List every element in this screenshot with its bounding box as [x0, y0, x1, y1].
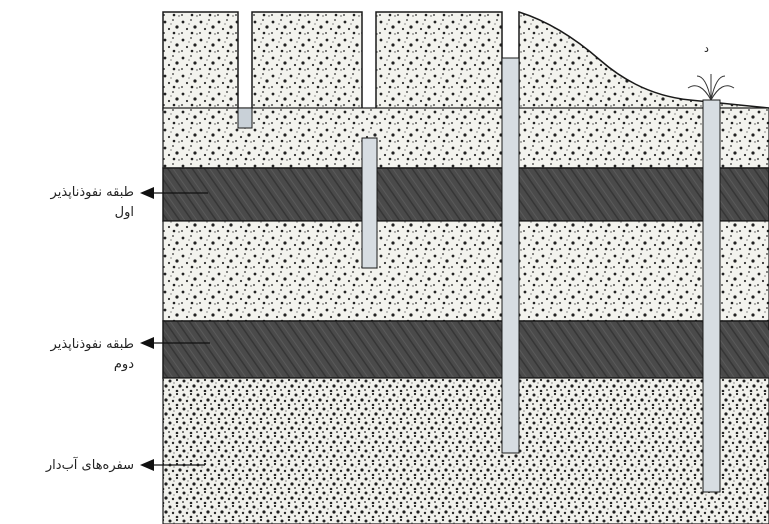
lower-aquifer-layer	[163, 378, 769, 524]
surface-block-2	[252, 12, 362, 110]
label-aquifer: سفره‌های آب‌دار	[6, 456, 134, 476]
surface-block-1	[163, 12, 238, 110]
surface-blocks	[163, 12, 769, 120]
impermeable-layer-2	[163, 321, 769, 378]
label-aquifer-line1: سفره‌های آب‌دار	[6, 456, 134, 476]
impermeable-layer-1	[163, 168, 769, 221]
well-deep-1	[502, 58, 519, 453]
middle-porous-layer	[163, 221, 769, 321]
surface-block-3	[376, 12, 502, 110]
label-aquitard-2: طبقه نفوذناپذیر دوم	[6, 335, 134, 375]
label-aquitard-1-line2: اول	[6, 203, 134, 223]
well-shallow-1	[238, 108, 252, 128]
well-shallow-2	[362, 138, 377, 268]
label-aquitard-1: طبقه نفوذناپذیر اول	[6, 183, 134, 223]
well-artesian	[703, 100, 720, 492]
hill-surface	[519, 12, 769, 120]
label-aquitard-2-line2: دوم	[6, 355, 134, 375]
upper-porous-layer	[163, 108, 769, 168]
well-marker-label: د	[704, 42, 709, 55]
label-aquitard-2-line1: طبقه نفوذناپذیر	[6, 335, 134, 355]
fountain-spray-icon	[688, 74, 734, 100]
label-aquitard-1-line1: طبقه نفوذناپذیر	[6, 183, 134, 203]
